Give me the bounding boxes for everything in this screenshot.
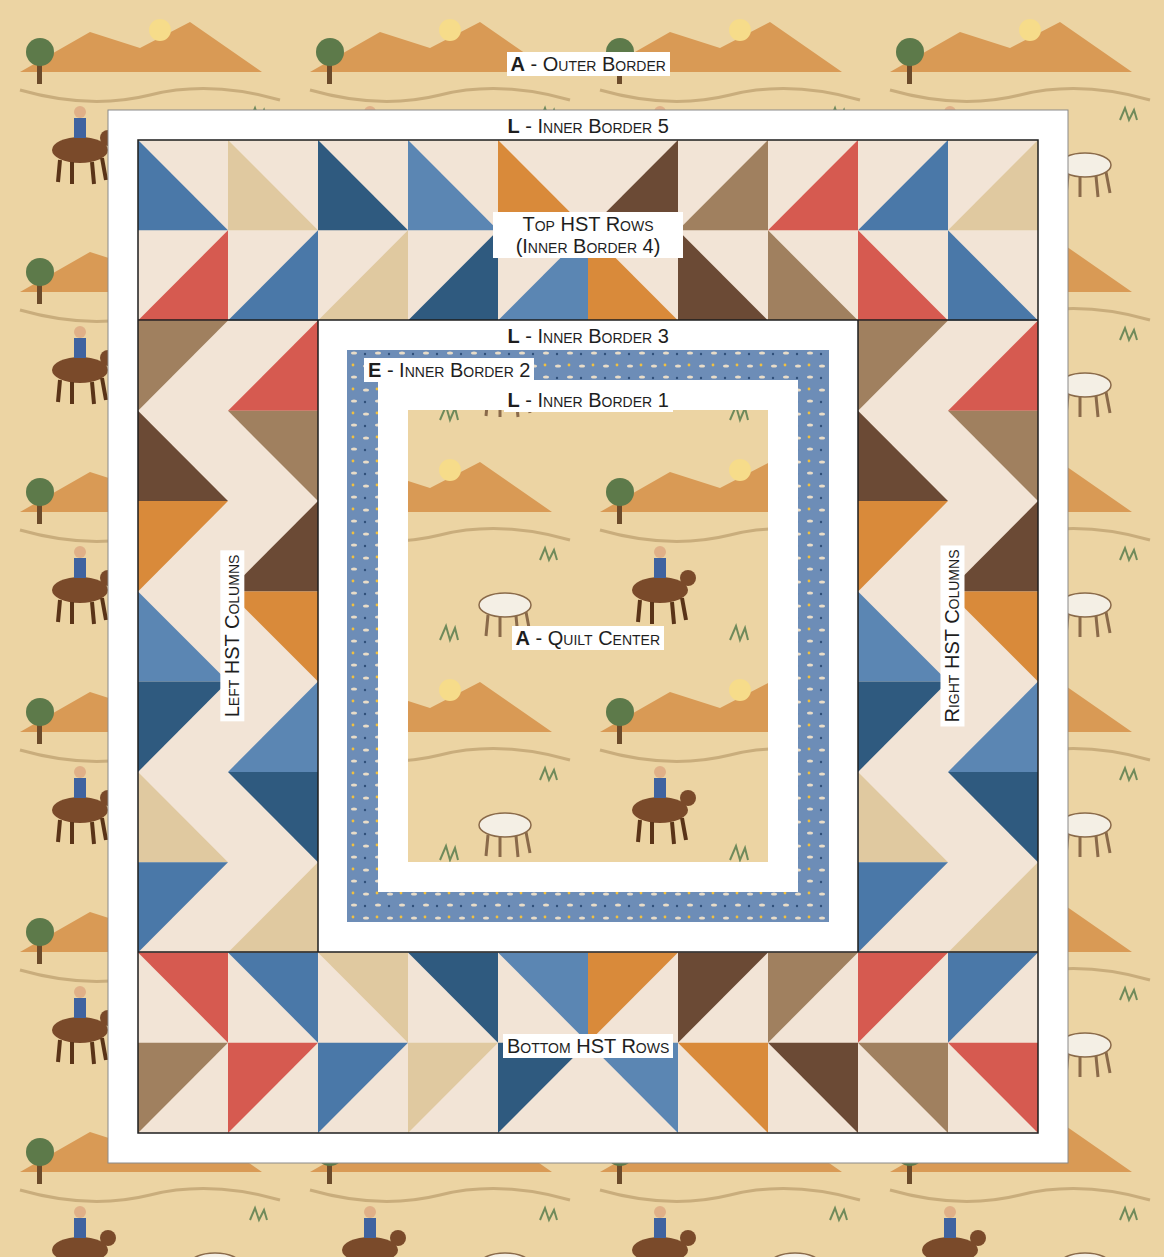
hst-triangle: [228, 1043, 318, 1133]
hst-triangle: [858, 953, 948, 1043]
hst-triangle: [948, 1043, 1038, 1133]
hst-triangle: [228, 411, 318, 501]
hst-triangle: [858, 682, 948, 772]
section-label: Right HST Columns: [940, 546, 964, 727]
quilt-section: L - Inner Border 5 Top HST Rows (Inner Bo…: [108, 110, 1068, 1163]
hst-triangle: [318, 1043, 408, 1133]
hst-triangle: [318, 230, 408, 320]
hst-triangle: [408, 953, 498, 1043]
hst-triangle: [138, 591, 228, 681]
hst-triangle: [948, 321, 1038, 411]
hst-triangle: [408, 140, 498, 230]
hst-triangle: [138, 1043, 228, 1133]
quilt-section: Bottom HST Rows: [138, 952, 1038, 1133]
quilt-section: E - Inner Border 2 L - Inner Border 1 A - …: [347, 350, 829, 922]
quilt-section: Top HST Rows (Inner Border 4): [138, 140, 1038, 320]
hst-triangle: [858, 321, 948, 411]
hst-triangle: [138, 501, 228, 591]
section-label: A - Quilt Center: [512, 626, 665, 650]
quilt-section: Left HST Columns: [138, 320, 318, 952]
quilt-center-fabric: [408, 410, 768, 862]
inner-border-5: [108, 110, 1068, 1163]
hst-triangle: [228, 953, 318, 1043]
hst-triangle: [138, 682, 228, 772]
hst-triangle: [408, 230, 498, 320]
hst-blocks: [138, 140, 1038, 1133]
hst-triangle: [768, 1043, 858, 1133]
quilt-section: Right HST Columns: [858, 320, 1038, 952]
section-label: Bottom HST Rows: [503, 1034, 673, 1058]
hst-triangle: [228, 230, 318, 320]
hst-triangle: [138, 772, 228, 862]
hst-triangle: [138, 953, 228, 1043]
section-label: L - Inner Border 1: [504, 388, 673, 412]
hst-triangle: [678, 140, 768, 230]
section-label: L - Inner Border 5: [504, 114, 673, 138]
hst-triangle: [858, 230, 948, 320]
quilt-section: L - Inner Border 1 A - Quilt Center: [378, 380, 798, 892]
hst-triangle: [228, 862, 318, 952]
section-label: E - Inner Border 2: [364, 358, 534, 382]
hst-triangle: [768, 140, 858, 230]
hst-triangle: [948, 772, 1038, 862]
hst-triangle: [678, 230, 768, 320]
hst-triangle: [678, 953, 768, 1043]
hst-triangle: [858, 591, 948, 681]
hst-triangle: [678, 1043, 768, 1133]
section-lines: [138, 320, 1038, 952]
hst-triangle: [318, 953, 408, 1043]
hst-triangle: [228, 140, 318, 230]
hst-triangle: [318, 140, 408, 230]
hst-triangle: [138, 321, 228, 411]
hst-triangle: [138, 411, 228, 501]
hst-triangle: [588, 953, 678, 1043]
inner-border-1: [378, 380, 798, 892]
hst-triangle: [858, 862, 948, 952]
section-label: Left HST Columns: [220, 551, 244, 722]
hst-triangle: [228, 321, 318, 411]
hst-triangle: [948, 862, 1038, 952]
hst-triangle: [948, 230, 1038, 320]
hst-triangle: [948, 411, 1038, 501]
hst-triangle: [858, 411, 948, 501]
inner-border-3: [318, 320, 858, 952]
section-outline: [138, 140, 1038, 1133]
hst-triangle: [768, 230, 858, 320]
hst-triangle: [138, 140, 228, 230]
hst-triangle: [498, 953, 588, 1043]
hst-triangle: [228, 772, 318, 862]
hst-triangle: [138, 862, 228, 952]
section-label: L - Inner Border 3: [504, 324, 673, 348]
hst-triangle: [858, 140, 948, 230]
hst-triangle: [948, 953, 1038, 1043]
hst-triangle: [138, 230, 228, 320]
hst-triangle: [948, 140, 1038, 230]
section-label: A - Outer Border: [507, 52, 670, 76]
hst-ground: [138, 140, 1038, 1133]
hst-triangle: [858, 501, 948, 591]
hst-triangle: [768, 953, 858, 1043]
section-label: Top HST Rows (Inner Border 4): [493, 212, 683, 258]
hst-triangle: [408, 1043, 498, 1133]
inner-border-2: [347, 350, 829, 922]
hst-triangle: [858, 772, 948, 862]
hst-triangle: [858, 1043, 948, 1133]
quilt-section: A - Quilt Center: [408, 410, 768, 862]
quilt-section: L - Inner Border 3E - Inner Border 2L - …: [318, 320, 858, 952]
